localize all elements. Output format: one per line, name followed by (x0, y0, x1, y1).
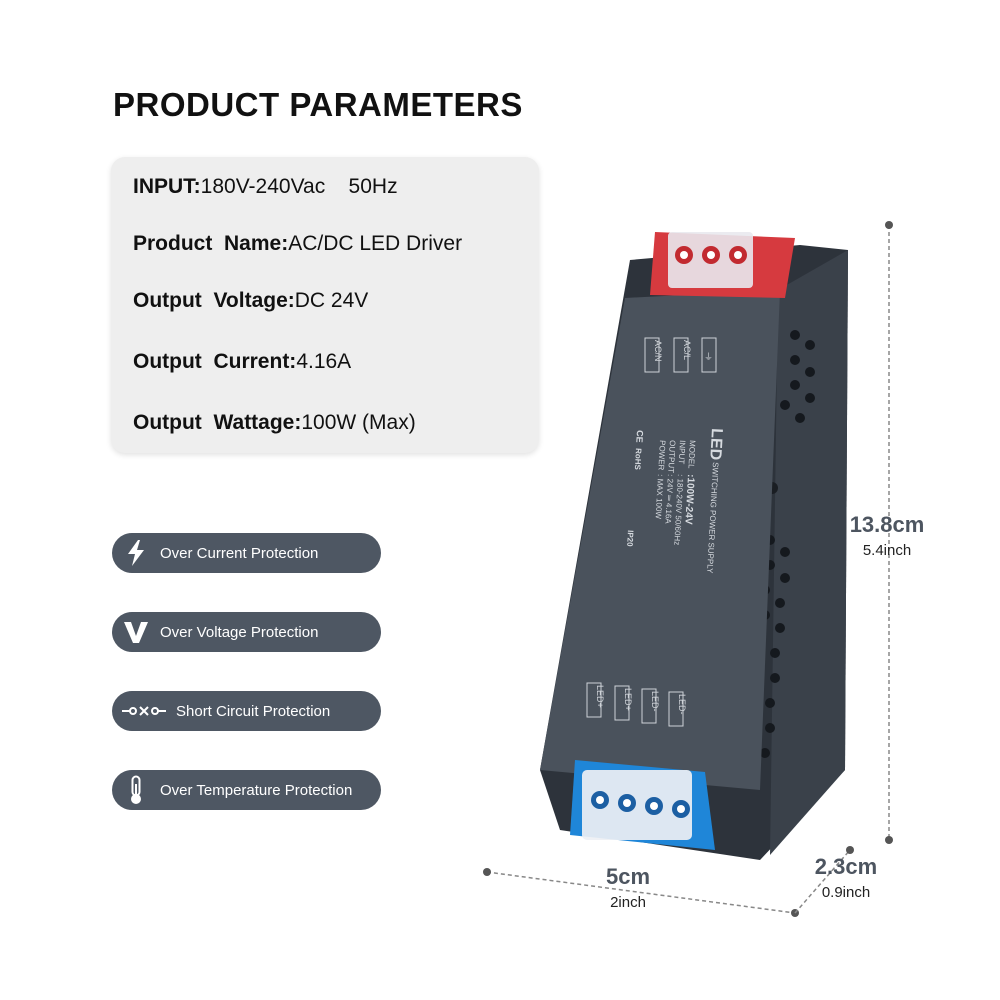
input-terminal-labels: AC/N AC/L ⏚ (644, 337, 717, 373)
height-metric: 13.8cm (849, 512, 925, 537)
feature-label: Over Temperature Protection (160, 781, 353, 799)
width-dimension: 5cm 2inch (578, 864, 678, 911)
width-dimension-line (483, 868, 799, 917)
depth-metric: 2.3cm (814, 854, 878, 879)
parameters-panel: INPUT:180V-240Vac 50Hz Product Name:AC/D… (111, 157, 539, 453)
feature-label: Short Circuit Protection (176, 702, 331, 720)
rohs-mark: RoHS (633, 448, 643, 471)
feature-over-current: Over Current Protection (112, 533, 381, 573)
feature-label: Over Current Protection (160, 544, 319, 562)
feature-over-temperature: Over Temperature Protection (112, 770, 381, 810)
device-input-key: INPUT (677, 440, 687, 465)
output-terminal-labels: LED+ LED+ LED- LED- (586, 682, 687, 727)
thermometer-icon (112, 775, 160, 805)
device-brand: LED (706, 428, 725, 461)
param-output-wattage: Output Wattage:100W (Max) (133, 411, 416, 434)
device-output-value: : 24V ═ 4.16A (663, 474, 675, 525)
ip-rating: IP20 (625, 530, 635, 547)
param-product-name: Product Name:AC/DC LED Driver (133, 232, 463, 255)
feature-label: Over Voltage Protection (160, 623, 319, 641)
input-terminal-block (650, 232, 795, 298)
device-input-value: : 180-240V 50/60Hz (672, 474, 685, 546)
param-output-current: Output Current:4.16A (133, 350, 352, 373)
width-metric: 5cm (605, 864, 651, 889)
short-circuit-icon (112, 704, 176, 718)
device-label: LED SWITCHING POWER SUPPLY MODEL :100W-2… (625, 428, 725, 575)
height-dimension-line (885, 221, 893, 844)
page-title: PRODUCT PARAMETERS (113, 86, 523, 123)
output-terminal-block (570, 760, 715, 850)
device-output-key: OUTPUT (666, 440, 677, 473)
device-model-key: MODEL (686, 440, 697, 469)
ground-icon: ⏚ (704, 352, 713, 362)
device-model-value: :100W-24V (682, 474, 696, 525)
param-output-voltage: Output Voltage:DC 24V (133, 289, 369, 312)
lightning-icon (112, 540, 160, 566)
output-terminal-label: LED- (650, 691, 660, 712)
output-terminal-label: LED+ (595, 685, 605, 708)
driver-housing (540, 245, 848, 860)
depth-imperial: 0.9inch (821, 884, 871, 901)
input-terminal-label-n: AC/N (653, 340, 663, 362)
height-imperial: 5.4inch (862, 542, 912, 559)
depth-dimension: 2.3cm 0.9inch (796, 854, 896, 901)
voltage-v-icon (112, 620, 160, 644)
height-dimension: 13.8cm 5.4inch (832, 512, 942, 559)
device-power-key: POWER (656, 440, 667, 471)
output-terminal-label: LED- (677, 694, 687, 715)
feature-short-circuit: Short Circuit Protection (112, 691, 381, 731)
device-power-value: : MAX 100W (654, 474, 665, 520)
depth-dimension-line (794, 846, 854, 914)
input-terminal-label-l: AC/L (682, 340, 692, 360)
output-terminal-label: LED+ (623, 688, 633, 711)
feature-over-voltage: Over Voltage Protection (112, 612, 381, 652)
width-imperial: 2inch (610, 894, 646, 911)
param-input: INPUT:180V-240Vac 50Hz (133, 175, 398, 198)
ce-mark: CE (634, 430, 645, 443)
